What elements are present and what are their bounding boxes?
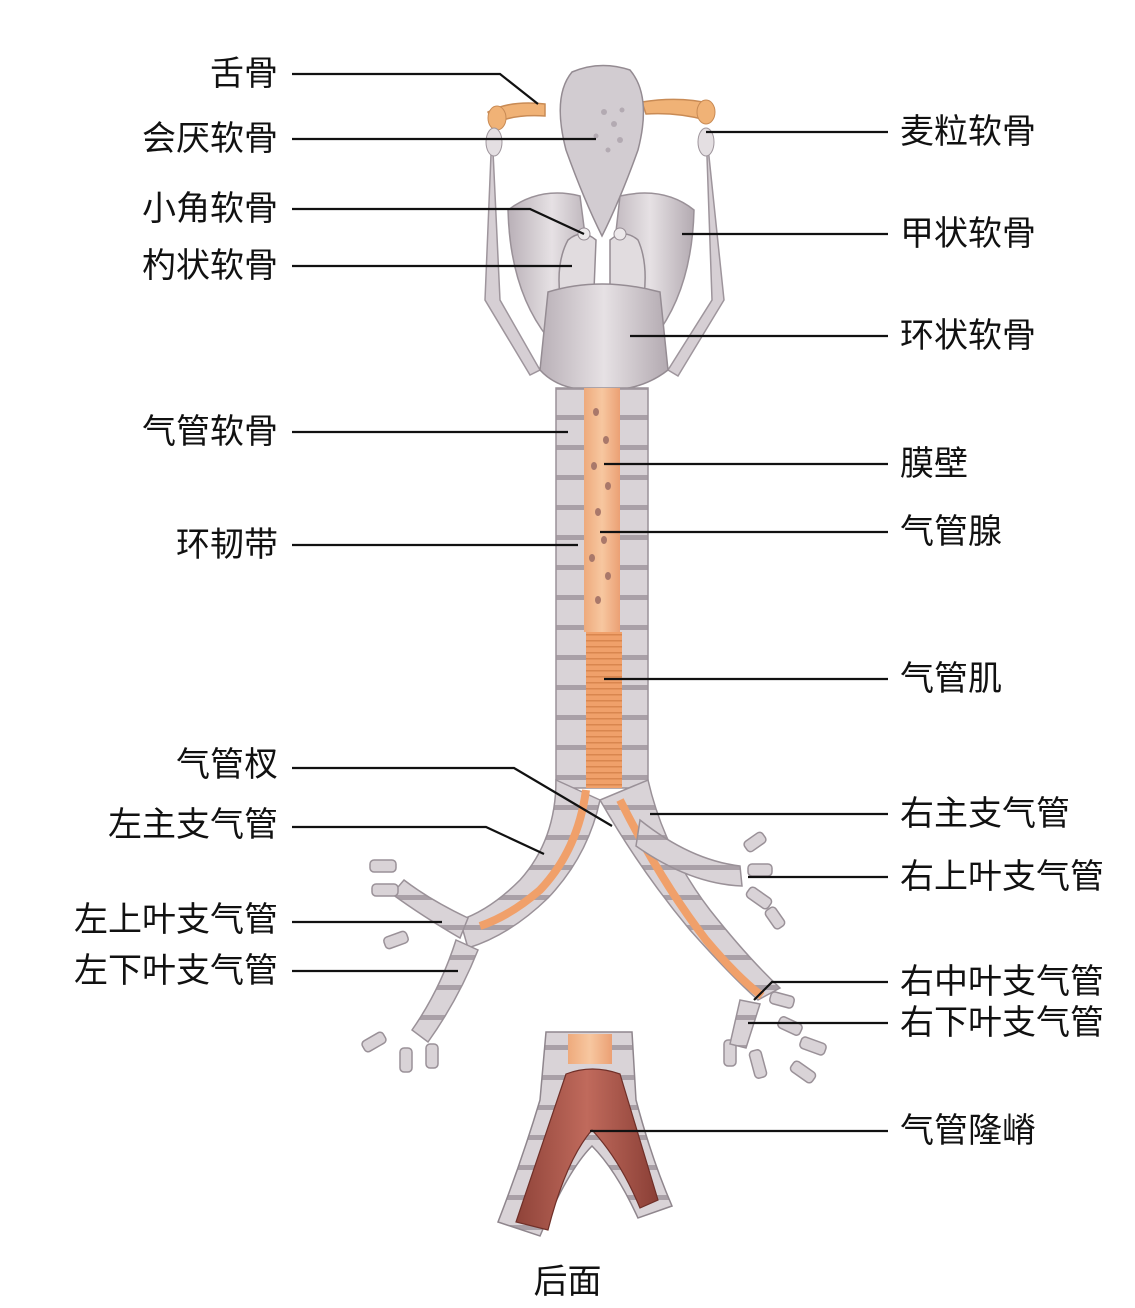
bronchial-tree: [361, 778, 827, 1084]
right-lower-lobe-bronchus: [729, 999, 761, 1049]
leader-corniculate: [292, 207, 585, 235]
right-upper-lobe-bronchus: [635, 818, 743, 887]
carina: [515, 1068, 659, 1231]
tracheal-glands: [589, 408, 611, 604]
leader-left-main: [292, 825, 545, 855]
triticeal-cartilage: [485, 127, 503, 157]
leader-lines: [292, 72, 888, 1133]
left-upper-lobe-bronchus: [390, 878, 469, 940]
carina-inset: [497, 1031, 674, 1237]
left-lower-lobe-bronchus: [410, 938, 479, 1044]
membranous-wall: [584, 388, 620, 632]
leader-hyoid: [292, 72, 539, 105]
cricoid-cartilage: [539, 283, 669, 391]
leader-bifurcation: [292, 766, 613, 827]
trachea: [555, 387, 649, 789]
leader-right-middle: [753, 980, 888, 1001]
larynx: [484, 64, 725, 391]
trachealis-muscle: [586, 632, 622, 788]
